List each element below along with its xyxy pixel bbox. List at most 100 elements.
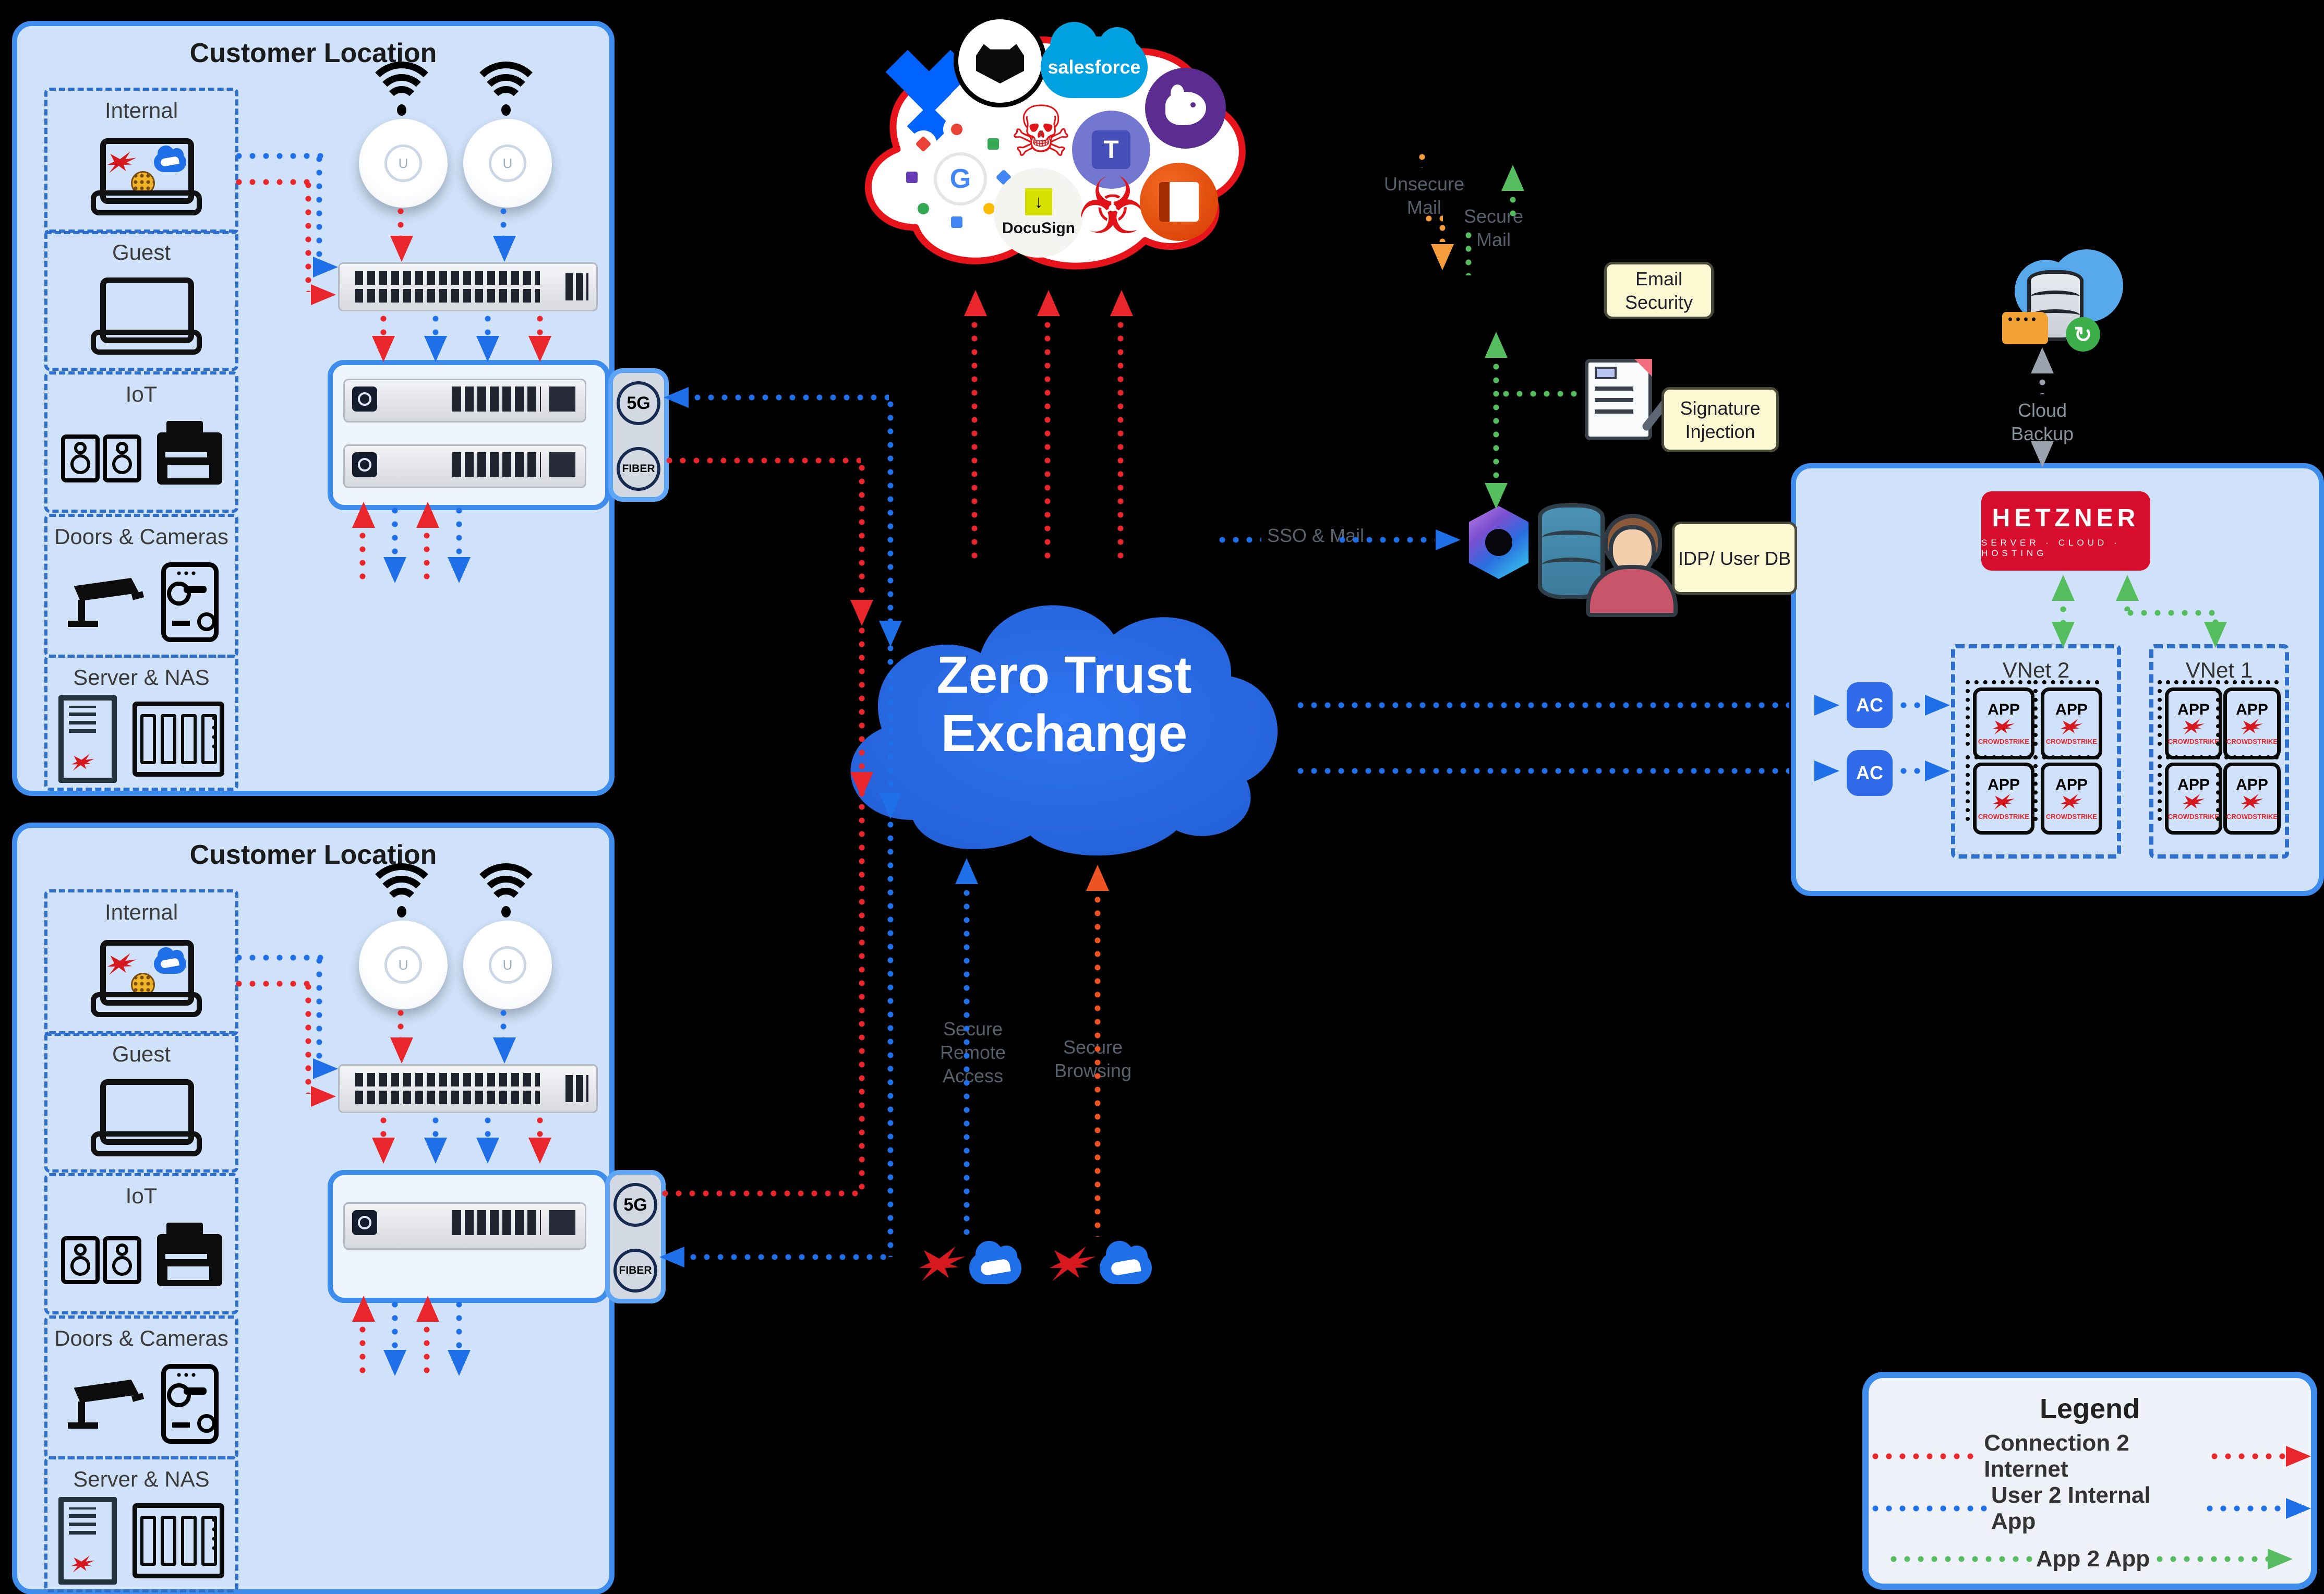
guest-laptop-icon — [90, 277, 202, 356]
arrowhead — [1814, 695, 1839, 716]
arrowhead — [2031, 441, 2054, 467]
arrowhead — [313, 257, 338, 277]
flow-line — [2039, 438, 2046, 443]
section-label: Guest — [112, 1042, 171, 1066]
arrowhead — [416, 502, 439, 528]
server-icon — [58, 1496, 117, 1585]
flow-line — [397, 204, 404, 236]
flow-line — [500, 204, 507, 236]
legend-item-user-app: User 2 Internal App — [1869, 1482, 2311, 1535]
gateway-device-icon — [343, 1202, 586, 1250]
arrowhead — [2204, 622, 2227, 648]
flow-line — [232, 980, 310, 987]
arrowhead — [2031, 347, 2054, 373]
sso-mail-label: SSO & Mail — [1267, 525, 1365, 546]
flow-line — [1117, 318, 1124, 564]
flow-line — [2060, 602, 2067, 623]
flow-line — [359, 529, 366, 584]
arrowhead — [1925, 695, 1950, 716]
flow-line — [232, 178, 310, 186]
arrowhead — [448, 1350, 471, 1376]
flow-line — [1215, 536, 1261, 544]
crowdstrike-icon — [1992, 794, 2015, 810]
app-connector-badge: AC — [1847, 682, 1893, 728]
flow-line — [1897, 702, 1927, 709]
zte-title-line1: Zero Trust — [936, 646, 1192, 704]
arrowhead — [1436, 529, 1461, 550]
arrowhead — [879, 793, 902, 819]
user-icon — [1586, 514, 1678, 617]
zscaler-swirl — [160, 156, 179, 167]
arrowhead — [2268, 1549, 2293, 1569]
fiber-icon: FIBER — [617, 447, 660, 491]
flow-line — [1492, 360, 1500, 481]
laptop-base — [90, 190, 202, 215]
arrowhead — [313, 1058, 338, 1079]
crowdstrike-icon — [2060, 719, 2083, 735]
biohazard-icon: ☣ — [1077, 162, 1148, 250]
zte-cloud-shape — [850, 605, 1278, 856]
teams-icon: T — [1072, 111, 1150, 189]
switch-48port-icon — [338, 1064, 598, 1113]
vnet-2-box: VNet 2 — [1951, 644, 2121, 859]
flow-line — [397, 1006, 404, 1037]
section-server-nas-2: Server & NAS — [44, 1456, 238, 1592]
printer-icon — [156, 420, 222, 485]
flow-line — [305, 178, 312, 292]
arrowhead — [1485, 483, 1508, 509]
flow-line — [316, 152, 323, 263]
arrowhead — [424, 1138, 447, 1164]
section-iot-1: IoT — [44, 371, 238, 513]
flow-line — [971, 318, 978, 564]
flow-line — [484, 1114, 491, 1138]
section-doors-cameras-1: Doors & Cameras — [44, 514, 238, 658]
legend-label: App 2 App — [2036, 1546, 2150, 1572]
section-guest-2: Guest — [44, 1031, 238, 1173]
section-internal-1: Internal — [44, 88, 238, 234]
arrowhead — [1037, 290, 1060, 316]
flow-line — [391, 1298, 399, 1349]
arrowhead — [390, 236, 413, 262]
arrowhead — [664, 387, 689, 408]
flow-line — [858, 461, 865, 1191]
office-icon — [1140, 163, 1218, 241]
flow-line — [1509, 193, 1516, 220]
zscaler-icon — [969, 1240, 1021, 1284]
crowdstrike-icon — [107, 151, 137, 173]
wifi-icon — [364, 62, 439, 118]
flow-line — [432, 1114, 439, 1138]
download-icon: ↓ — [1025, 188, 1052, 215]
flow-line — [1294, 702, 1789, 709]
section-guest-1: Guest — [44, 230, 238, 371]
hetzner-logo: HETZNER SERVER · CLOUD · HOSTING — [1981, 491, 2150, 571]
tile-dotted-border — [2158, 755, 2220, 821]
arrowhead — [372, 336, 395, 362]
section-internal-2: Internal — [44, 889, 238, 1036]
section-label: Server & NAS — [73, 1467, 210, 1491]
door-lock-icon — [161, 562, 219, 642]
crowdstrike-icon — [1049, 1246, 1096, 1282]
arrowhead — [352, 502, 375, 528]
arrowhead — [476, 336, 499, 362]
email-security-box: Email Security — [1604, 262, 1714, 319]
arrowhead — [390, 1037, 413, 1064]
arrowhead — [416, 1296, 439, 1322]
arrowhead — [311, 284, 336, 305]
secure-mail-label: Secure Mail — [1463, 206, 1524, 250]
legend-line — [2208, 1453, 2286, 1460]
section-iot-2: IoT — [44, 1173, 238, 1314]
arrowhead — [1925, 760, 1950, 781]
arrowhead — [879, 621, 902, 647]
secure-remote-access-label: Secure Remote Access — [940, 1018, 1006, 1086]
section-label: Internal — [104, 98, 178, 123]
nas-icon — [133, 701, 224, 777]
legend-line — [2153, 1555, 2268, 1563]
legend-title: Legend — [2039, 1393, 2140, 1424]
arrowhead — [311, 1086, 336, 1107]
crowdstrike-icon — [2241, 719, 2263, 735]
datadog-icon — [1145, 68, 1226, 149]
flow-line — [658, 1190, 858, 1197]
speakers-icon — [61, 1236, 141, 1284]
